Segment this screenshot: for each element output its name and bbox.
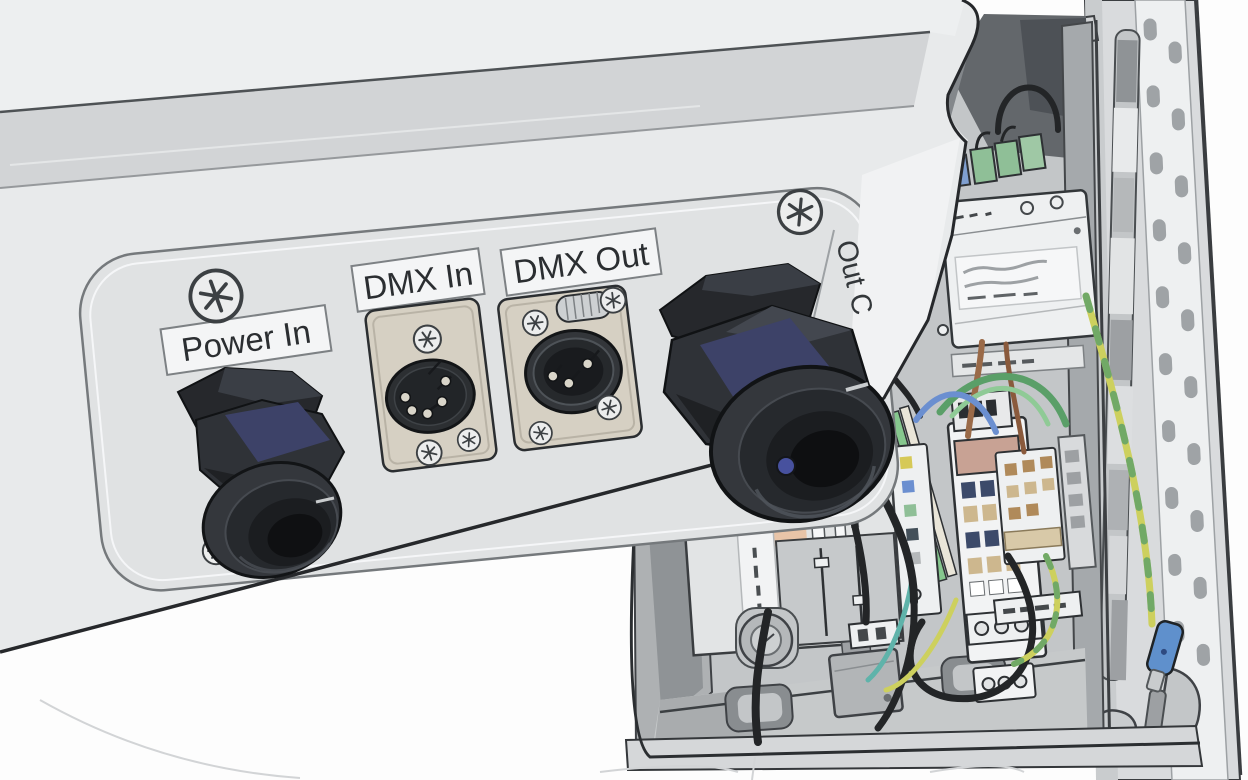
dmx-in-connector [364, 297, 498, 473]
dmx-in-label: DMX In [350, 247, 486, 313]
xlr-pin [563, 377, 575, 390]
xlr-pin [421, 407, 434, 420]
gland-front-rings [708, 364, 896, 524]
teal-wire [865, 577, 915, 683]
gland-highlight [845, 382, 869, 392]
black-wire [751, 608, 772, 746]
terminal-block-right [994, 446, 1066, 566]
label-box [159, 303, 333, 377]
illegible-marks [962, 358, 1035, 368]
door-gap-line [1094, 19, 1112, 761]
illegible-marks [1002, 602, 1067, 615]
terminal-green [1017, 132, 1047, 172]
jumper-wires [974, 125, 1016, 150]
illegible-label-scribble [962, 259, 1047, 289]
terminal-green [993, 139, 1023, 179]
xlr-pin [581, 358, 594, 370]
small-screw-head [937, 324, 949, 336]
band-bottom-line [0, 105, 915, 189]
xlr-pin [436, 396, 448, 408]
din-module-white [939, 189, 1100, 349]
gland-front-rings [201, 461, 343, 579]
gland-highlight [315, 496, 335, 504]
din-rail-strip [950, 344, 1086, 378]
black-wire [874, 598, 918, 732]
label-box [499, 227, 663, 297]
blue-ferrule [1145, 620, 1185, 693]
door-outer-edge [1195, 0, 1243, 776]
door-vent-holes-left [1143, 18, 1188, 707]
illegible-vertical-label [752, 547, 763, 618]
device-right-outline [787, 0, 980, 447]
fixture-device: Power In DMX In DMX Out Out C [0, 0, 980, 654]
earth-wire-stripe [1011, 553, 1061, 667]
band-highlight [9, 105, 701, 166]
slider-knob [813, 556, 830, 569]
light-green-wire [949, 386, 1051, 427]
module-label-area [954, 246, 1082, 311]
door-hinge [1099, 29, 1141, 681]
illegible-label-scribble [967, 291, 1038, 301]
device-band [0, 32, 930, 188]
xlr-pin [406, 404, 418, 417]
terminal-green [969, 145, 998, 185]
label-box [350, 247, 486, 313]
gland-blue-dot [776, 456, 796, 476]
dmx-out-connector [497, 283, 643, 452]
box-outer-outline [629, 499, 1201, 759]
door-vent-holes-right [1168, 41, 1212, 697]
earth-wire-stripe [1082, 292, 1156, 628]
xlr-pin [439, 375, 452, 387]
box-front-lip [624, 724, 1204, 772]
out-cable-gland [658, 262, 896, 524]
xlr-pin [399, 391, 412, 403]
xlr-pin [547, 370, 559, 382]
power-in-cable-gland [176, 366, 346, 579]
band-top-line [0, 30, 931, 114]
terminal-column-gray [1057, 434, 1097, 570]
black-wire-loop [995, 84, 1061, 135]
device-top-area [0, 0, 965, 112]
blue-wire [913, 391, 999, 435]
device-bottom-outline [0, 443, 789, 654]
earth-wire [883, 597, 959, 693]
terminal-blocks-top [949, 125, 1047, 188]
sketch-lines [39, 699, 1025, 780]
